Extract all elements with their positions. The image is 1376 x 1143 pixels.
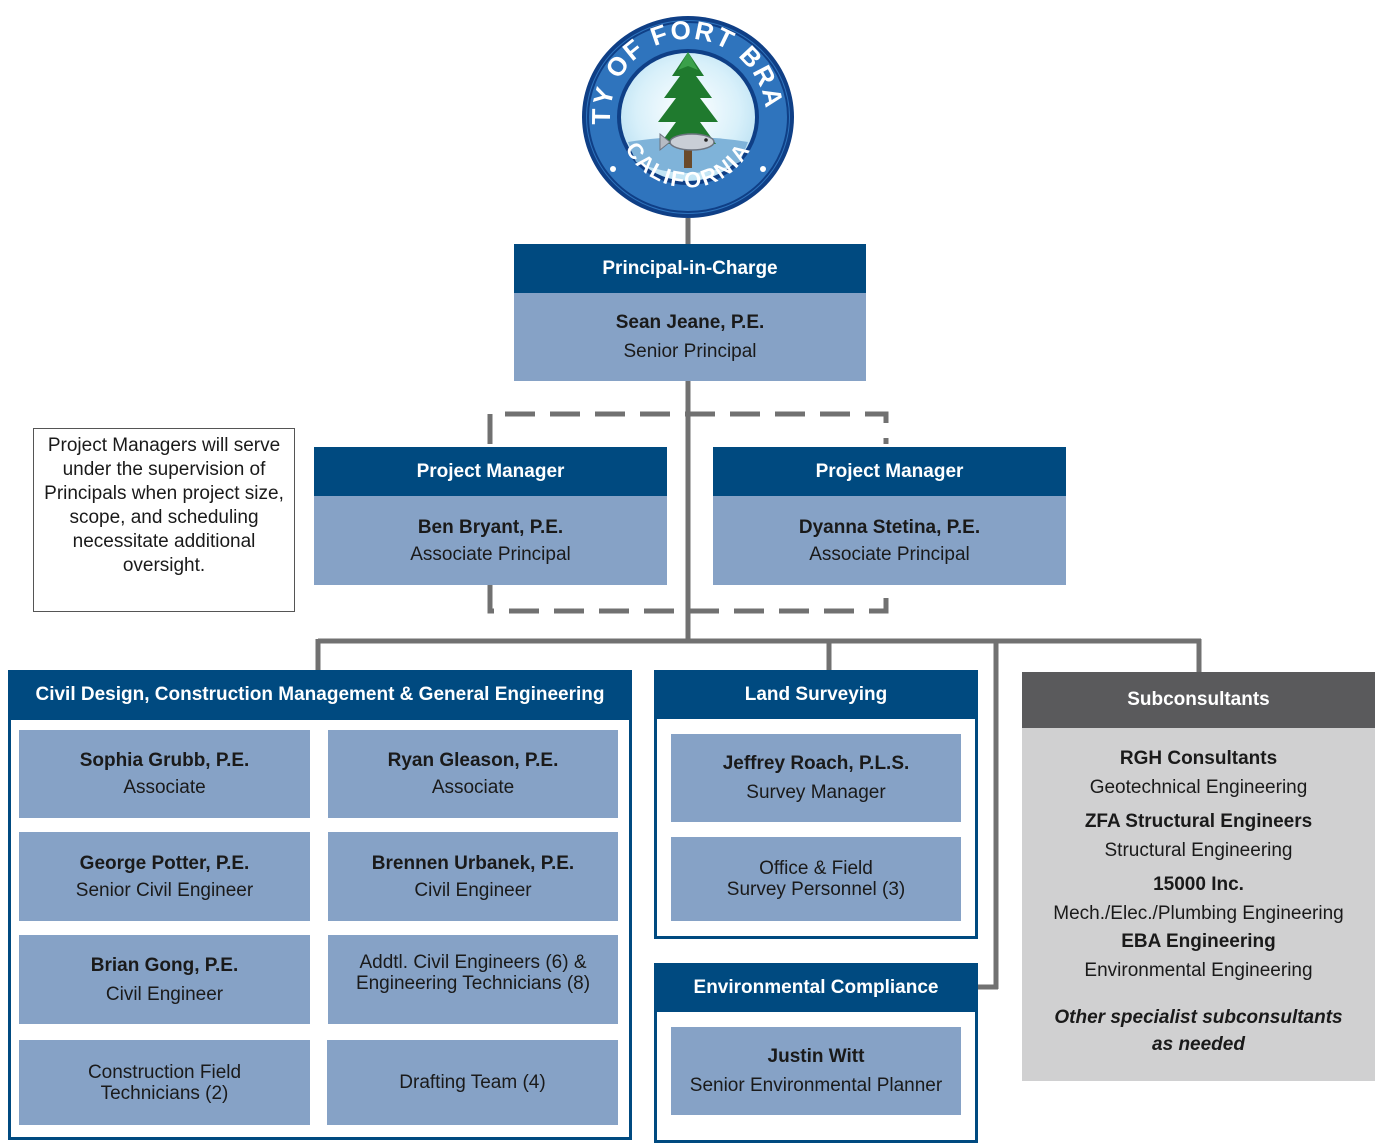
pm-right-name: Dyanna Stetina, P.E.	[798, 516, 981, 538]
principal-header-label: Principal-in-Charge	[602, 257, 778, 279]
env-title: Senior Environmental Planner	[689, 1075, 943, 1096]
survey-personnel-card: Office & Field Survey Personnel (3)	[671, 837, 961, 921]
pm-left-header-label: Project Manager	[416, 460, 565, 482]
supervision-note-text: Project Managers will serve under the su…	[44, 435, 284, 576]
principal-card: Sean Jeane, P.E. Senior Principal	[514, 293, 866, 381]
civil-cell-addtl-engineers: Addtl. Civil Engineers (6) & Engineering…	[328, 935, 618, 1024]
subconsultants-body: RGH Consultants Geotechnical Engineering…	[1022, 728, 1375, 1081]
pm-right-title: Associate Principal	[809, 543, 970, 565]
civil-header: Civil Design, Construction Management & …	[8, 670, 632, 720]
civil-cell-line1: Drafting Team (4)	[399, 1072, 546, 1093]
civil-cell-title: Civil Engineer	[414, 879, 532, 901]
env-header-label: Environmental Compliance	[693, 976, 939, 998]
civil-header-label: Civil Design, Construction Management & …	[35, 684, 605, 705]
pm-right-card: Dyanna Stetina, P.E. Associate Principal	[713, 496, 1066, 585]
survey-header: Land Surveying	[654, 670, 978, 719]
civil-cell-george-potter: George Potter, P.E. Senior Civil Enginee…	[19, 832, 310, 921]
survey-personnel-line1: Office & Field	[759, 858, 873, 879]
subconsultants-header: Subconsultants	[1022, 672, 1375, 728]
civil-cell-line2: Engineering Technicians (8)	[355, 973, 591, 994]
subconsultant-firm: EBA Engineering	[1121, 931, 1276, 952]
env-card: Justin Witt Senior Environmental Planner	[671, 1027, 961, 1115]
civil-cell-name: Ryan Gleason, P.E.	[387, 750, 559, 771]
subconsultant-role: Geotechnical Engineering	[1089, 777, 1308, 798]
survey-manager-card: Jeffrey Roach, P.L.S. Survey Manager	[671, 734, 961, 822]
env-header: Environmental Compliance	[654, 963, 978, 1012]
principal-header: Principal-in-Charge	[514, 244, 866, 293]
civil-cell-title: Senior Civil Engineer	[75, 879, 254, 901]
civil-cell-brian-gong: Brian Gong, P.E. Civil Engineer	[19, 935, 310, 1024]
subconsultant-role: Mech./Elec./Plumbing Engineering	[1053, 903, 1344, 924]
survey-manager-name: Jeffrey Roach, P.L.S.	[722, 753, 910, 774]
civil-cell-ryan-gleason: Ryan Gleason, P.E. Associate	[328, 730, 618, 818]
subconsultant-firm: RGH Consultants	[1119, 748, 1278, 769]
civil-cell-name: Brennen Urbanek, P.E.	[371, 852, 575, 874]
pm-left-card: Ben Bryant, P.E. Associate Principal	[314, 496, 667, 585]
subconsultants-other-line1: Other specialist subconsultants	[1054, 1007, 1343, 1028]
subconsultant-firm: 15000 Inc.	[1153, 874, 1244, 895]
survey-manager-title: Survey Manager	[746, 782, 886, 803]
subconsultant-role: Environmental Engineering	[1084, 960, 1313, 981]
civil-cell-construction-technicians: Construction Field Technicians (2)	[19, 1040, 310, 1125]
env-name: Justin Witt	[767, 1046, 865, 1067]
supervision-note: Project Managers will serve under the su…	[33, 428, 295, 612]
pm-right-header-label: Project Manager	[815, 460, 964, 482]
civil-cell-line2: Technicians (2)	[100, 1082, 229, 1104]
civil-cell-title: Associate	[123, 777, 206, 798]
subconsultant-role: Structural Engineering	[1104, 840, 1293, 861]
civil-cell-sophia-grubb: Sophia Grubb, P.E. Associate	[19, 730, 310, 818]
civil-cell-brennen-urbanek: Brennen Urbanek, P.E. Civil Engineer	[328, 832, 618, 921]
subconsultants-other-line2: as needed	[1152, 1034, 1245, 1055]
civil-cell-title: Associate	[431, 777, 515, 798]
principal-title: Senior Principal	[623, 341, 757, 362]
survey-header-label: Land Surveying	[744, 683, 888, 705]
civil-cell-line1: Addtl. Civil Engineers (6) &	[359, 952, 587, 973]
civil-cell-line1: Construction Field	[87, 1061, 242, 1083]
civil-cell-drafting-team: Drafting Team (4)	[327, 1040, 618, 1125]
pm-left-name: Ben Bryant, P.E.	[417, 516, 564, 538]
civil-cell-name: George Potter, P.E.	[79, 852, 250, 874]
civil-cell-name: Brian Gong, P.E.	[90, 954, 239, 976]
pm-right-header: Project Manager	[713, 447, 1066, 496]
civil-cell-name: Sophia Grubb, P.E.	[79, 750, 250, 771]
survey-personnel-line2: Survey Personnel (3)	[726, 879, 906, 900]
city-seal-logo: CITY OF FORT BRAGG CALIFORNIA	[569, 0, 796, 220]
subconsultant-firm: ZFA Structural Engineers	[1084, 811, 1313, 832]
pm-left-header: Project Manager	[314, 447, 667, 496]
subconsultants-header-label: Subconsultants	[1127, 689, 1270, 710]
principal-name: Sean Jeane, P.E.	[615, 312, 765, 333]
pm-left-title: Associate Principal	[410, 543, 571, 565]
civil-cell-title: Civil Engineer	[105, 983, 224, 1005]
